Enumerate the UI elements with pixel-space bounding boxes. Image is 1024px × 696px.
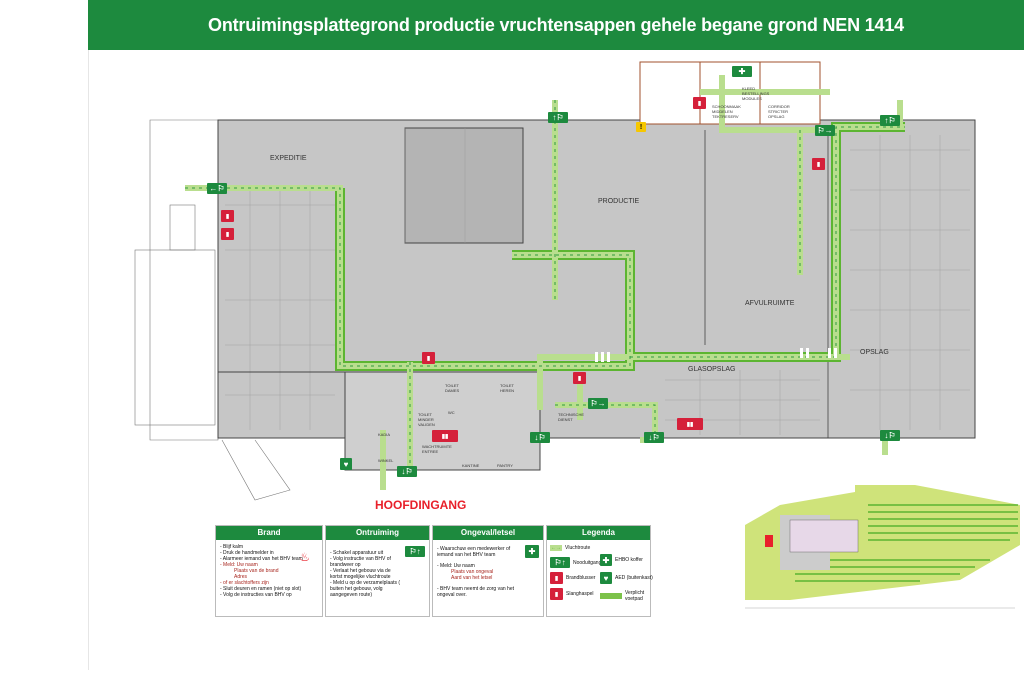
- main-entrance-label: HOOFDINGANG: [375, 498, 467, 512]
- fire-extinguisher-icon: ▮: [221, 228, 234, 240]
- room-kleed: KLEED BESTELLINGS MODULES: [742, 86, 770, 101]
- fire-extinguisher-icon: ▮: [812, 158, 825, 170]
- fire-icon: ♨: [299, 550, 310, 564]
- emergency-exit-sign: ↓⚐: [530, 432, 550, 443]
- legend-label: EHBO koffer: [615, 557, 643, 563]
- room-corridor: CORRIDOR STRICTER OPSLAG: [768, 104, 790, 119]
- emergency-exit-sign: ↓⚐: [397, 466, 417, 477]
- divider: [88, 50, 89, 670]
- emergency-exit-sign: ↓⚐: [880, 430, 900, 441]
- room-kantine: KANTINE: [462, 463, 480, 468]
- room-wachtruimte: WACHTRUIMTE ENTREE: [422, 444, 452, 454]
- emergency-exit-sign: ↑⚐: [880, 115, 900, 126]
- instruction: - Volg de instructies van BHV op: [220, 592, 292, 598]
- aed-icon: ♥: [600, 572, 612, 584]
- emergency-exit-sign: ↑⚐: [548, 112, 568, 123]
- instruction-detail: Adres: [234, 574, 248, 580]
- room-toilet-heren: TOILET HEREN: [500, 383, 515, 393]
- site-plan: [745, 485, 1020, 609]
- emergency-exit-sign: ⚐→: [588, 398, 608, 409]
- room-expeditie: EXPEDITIE: [270, 155, 307, 162]
- instruction: - Alarmeer iemand van het BHV team: [220, 556, 303, 562]
- legend-aed: ♥AED (buitenkast): [600, 572, 653, 584]
- legend-vluchtroute: ←→Vluchtroute: [550, 545, 590, 551]
- room-toilet-mindervaliden: TOILET MINDER VALIDEN: [418, 412, 435, 427]
- legend-label: Nooduitgang: [573, 559, 602, 566]
- instruction: - Sluit deuren en ramen (niet op slot): [220, 586, 302, 592]
- instruction-detail: Plaats van ongeval: [451, 569, 494, 575]
- first-aid-sign: ✚: [732, 66, 752, 77]
- hose-reel-icon: ▮: [550, 588, 563, 600]
- legend-ehbo: ✚EHBO koffer: [600, 554, 643, 566]
- panel-title: Ongeval/letsel: [433, 526, 543, 540]
- legend-label: Verplicht voetpad: [625, 590, 645, 602]
- room-wc: WC: [448, 410, 455, 415]
- fire-extinguisher-icon: ▮: [693, 97, 706, 109]
- instruction: - Schakel apparatuur uit: [330, 550, 384, 556]
- fire-extinguisher-icon: ▮: [550, 572, 563, 584]
- room-winkel: WINKEL: [378, 458, 394, 463]
- escape-routes: [185, 75, 905, 490]
- panel-title: Ontruiming: [326, 526, 429, 540]
- fire-extinguisher-icon: ▮: [221, 210, 234, 222]
- instruction: - Volg instructie van BHV of brandweer o…: [330, 556, 391, 568]
- room-productie: PRODUCTIE: [598, 198, 640, 205]
- room-kadia: KADIA: [378, 432, 391, 437]
- footpath-swatch: [600, 593, 622, 599]
- emergency-exit-sign: ←⚐: [207, 183, 227, 194]
- instruction: - Meld: Uw naam: [220, 562, 258, 568]
- room-technische-dienst: TECHNISCHE DIENST: [558, 412, 585, 422]
- instruction: - Verlaat het gebouw via de kortst mogel…: [330, 568, 391, 580]
- fire-extinguisher-icon: ▮: [573, 372, 586, 384]
- room-afvulruimte: AFVULRUIMTE: [745, 300, 795, 307]
- first-aid-icon: ✚: [600, 554, 612, 566]
- panel-ontruiming: Ontruiming - Schakel apparatuur uit - Vo…: [325, 525, 430, 617]
- panel-legenda: Legenda ←→Vluchtroute ⚐↑Nooduitgang ▮Bra…: [546, 525, 653, 617]
- legend-label: AED (buitenkast): [615, 575, 653, 581]
- hose-reel-icon: ▮▮: [677, 418, 703, 430]
- title-banner: Ontruimingsplattegrond productie vruchte…: [88, 0, 1024, 50]
- route-arrow-icon: ←→: [550, 545, 562, 551]
- page-title: Ontruimingsplattegrond productie vruchte…: [208, 14, 904, 35]
- emergency-exit-icon: ⚐↑: [405, 546, 425, 557]
- emergency-exit-sign: ↓⚐: [644, 432, 664, 443]
- room-toilet-dames: TOILET DAMES: [445, 383, 460, 393]
- fire-extinguisher-icon: ▮: [422, 352, 435, 364]
- instruction: - Druk de handmelder in: [220, 550, 274, 556]
- instruction: - BHV team neemt de zorg van het ongeval…: [437, 586, 514, 598]
- room-pantry: PANTRY: [497, 463, 513, 468]
- panel-title: Legenda: [547, 526, 650, 540]
- room-schoonmaak: SCHOONMAAK MIDDELEN TEKTRESERV: [712, 104, 741, 119]
- aed-icon: ♥: [340, 458, 352, 470]
- instruction: - of er slachtoffers zijn: [220, 580, 269, 586]
- instruction: - Meld: Uw naam: [437, 563, 475, 569]
- legend-brandblusser: ▮Brandblusser: [550, 572, 595, 584]
- crosswalks: [595, 348, 837, 362]
- panel-brand: Brand - Blijf kalm - Druk de handmelder …: [215, 525, 323, 617]
- panel-title: Brand: [216, 526, 322, 540]
- instruction: - Waarschuw een medewerker of iemand van…: [437, 546, 511, 558]
- legend-label: Brandblusser: [566, 575, 596, 581]
- emergency-exit-icon: ⚐↑: [550, 557, 570, 568]
- legend-nooduitgang: ⚐↑Nooduitgang: [550, 557, 601, 568]
- legend-label: Slanghaspel: [566, 591, 594, 597]
- instruction-detail: Plaats van de brand: [234, 568, 279, 574]
- hose-reel-icon: ▮▮: [432, 430, 458, 442]
- legend-label: Vluchtroute: [565, 545, 591, 551]
- legend-slanghaspel: ▮Slanghaspel: [550, 588, 594, 600]
- loading-ramp: [134, 119, 291, 501]
- room-glasopslag: GLASOPSLAG: [688, 366, 736, 373]
- room-opslag: OPSLAG: [860, 349, 889, 356]
- first-aid-icon: ✚: [525, 545, 539, 558]
- emergency-exit-sign: ⚐→: [815, 125, 835, 136]
- instruction: - Blijf kalm: [220, 544, 244, 550]
- instruction-detail: Aard van het letsel: [451, 575, 493, 581]
- floor-grid: [218, 128, 970, 438]
- warning-icon: !: [636, 122, 646, 132]
- legend-verplicht: Verplicht voetpad: [600, 590, 649, 602]
- panel-ongeval: Ongeval/letsel - Waarschuw een medewerke…: [432, 525, 544, 617]
- instruction: - Meld u op de verzamelplaats ( buiten h…: [330, 580, 401, 598]
